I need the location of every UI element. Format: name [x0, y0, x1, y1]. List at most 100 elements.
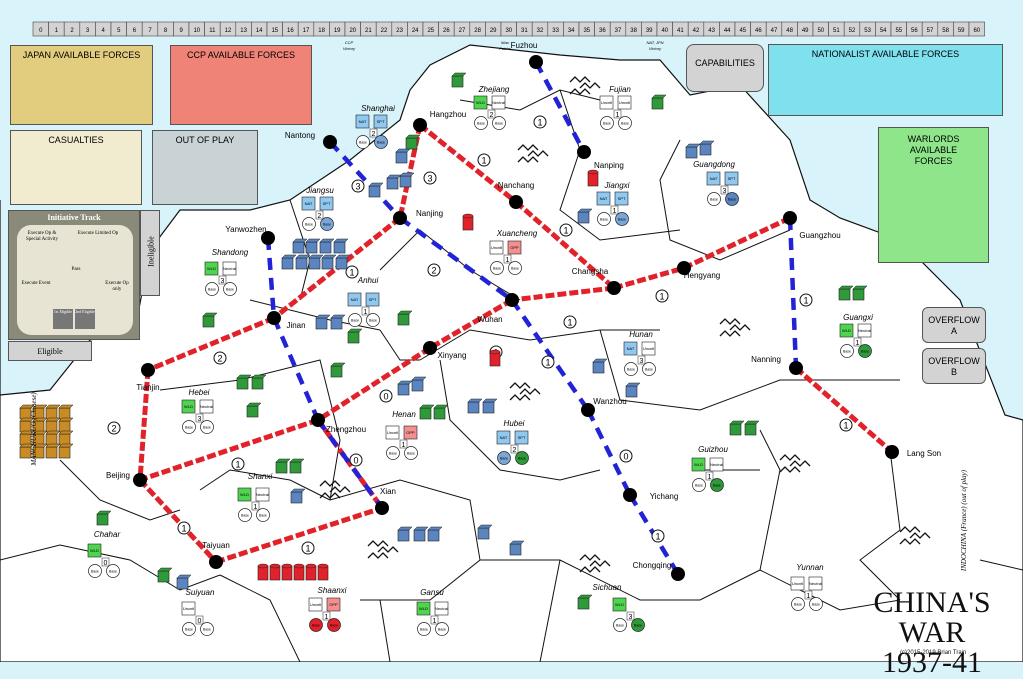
- nat-cube[interactable]: [411, 379, 424, 392]
- base-slot[interactable]: [597, 212, 611, 226]
- control-marker[interactable]: [237, 487, 252, 502]
- warlord-cube[interactable]: [651, 97, 664, 110]
- nat-cube[interactable]: [467, 401, 480, 414]
- warlord-cube[interactable]: [251, 377, 264, 390]
- nat-cube[interactable]: [315, 317, 328, 330]
- base-slot[interactable]: [791, 597, 805, 611]
- control-marker[interactable]: [87, 543, 102, 558]
- nat-cube[interactable]: [625, 385, 638, 398]
- base-slot[interactable]: [256, 508, 270, 522]
- nat-cube[interactable]: [685, 146, 698, 159]
- japan-cube[interactable]: [58, 407, 71, 420]
- warlord-cube[interactable]: [419, 407, 432, 420]
- nat-cube[interactable]: [368, 185, 381, 198]
- nat-cube[interactable]: [699, 143, 712, 156]
- base-slot[interactable]: [492, 116, 506, 130]
- base-slot[interactable]: [692, 478, 706, 492]
- base-slot[interactable]: [725, 192, 739, 206]
- city-marker[interactable]: [577, 145, 591, 159]
- control-marker[interactable]: [308, 597, 323, 612]
- base-slot[interactable]: [106, 564, 120, 578]
- city-marker[interactable]: [133, 473, 147, 487]
- control-marker[interactable]: [496, 430, 511, 445]
- nat-cube[interactable]: [397, 383, 410, 396]
- japan-cube[interactable]: [58, 446, 71, 459]
- nat-cube[interactable]: [577, 211, 590, 224]
- city-marker[interactable]: [505, 293, 519, 307]
- nat-cube[interactable]: [290, 491, 303, 504]
- control-marker[interactable]: [181, 601, 196, 616]
- base-slot[interactable]: [182, 622, 196, 636]
- base-slot[interactable]: [508, 261, 522, 275]
- city-marker[interactable]: [209, 555, 223, 569]
- nat-cube[interactable]: [413, 529, 426, 542]
- base-slot[interactable]: [366, 313, 380, 327]
- base-slot[interactable]: [205, 282, 219, 296]
- warlord-cube[interactable]: [275, 461, 288, 474]
- status-marker[interactable]: [857, 323, 872, 338]
- control-marker[interactable]: [599, 95, 614, 110]
- control-marker[interactable]: [181, 399, 196, 414]
- nat-cube[interactable]: [330, 317, 343, 330]
- city-marker[interactable]: [623, 488, 637, 502]
- base-slot[interactable]: [618, 116, 632, 130]
- base-slot[interactable]: [348, 313, 362, 327]
- warlord-cube[interactable]: [347, 331, 360, 344]
- control-marker[interactable]: [691, 457, 706, 472]
- warlord-cube[interactable]: [157, 570, 170, 583]
- status-marker[interactable]: [808, 576, 823, 591]
- status-marker[interactable]: [222, 261, 237, 276]
- control-marker[interactable]: [790, 576, 805, 591]
- status-marker[interactable]: [514, 430, 529, 445]
- control-marker[interactable]: [596, 191, 611, 206]
- base-slot[interactable]: [858, 344, 872, 358]
- status-marker[interactable]: [255, 487, 270, 502]
- base-slot[interactable]: [642, 362, 656, 376]
- warlord-cube[interactable]: [729, 423, 742, 436]
- capabilities-box[interactable]: CAPABILITIES: [686, 44, 764, 92]
- base-slot[interactable]: [374, 135, 388, 149]
- japan-cube[interactable]: [45, 433, 58, 446]
- base-slot[interactable]: [223, 282, 237, 296]
- base-slot[interactable]: [417, 622, 431, 636]
- warlord-cube[interactable]: [289, 461, 302, 474]
- city-marker[interactable]: [581, 403, 595, 417]
- nat-cube[interactable]: [427, 529, 440, 542]
- city-marker[interactable]: [789, 361, 803, 375]
- control-marker[interactable]: [347, 292, 362, 307]
- warlord-cube[interactable]: [330, 365, 343, 378]
- warlord-cube[interactable]: [246, 405, 259, 418]
- control-marker[interactable]: [489, 240, 504, 255]
- nat-cube[interactable]: [399, 175, 412, 188]
- nat-cube[interactable]: [305, 241, 318, 254]
- control-marker[interactable]: [385, 425, 400, 440]
- nat-cube[interactable]: [509, 543, 522, 556]
- warlord-cube[interactable]: [744, 423, 757, 436]
- base-slot[interactable]: [809, 597, 823, 611]
- base-slot[interactable]: [356, 135, 370, 149]
- city-marker[interactable]: [323, 135, 337, 149]
- status-marker[interactable]: [617, 95, 632, 110]
- japan-cube[interactable]: [58, 420, 71, 433]
- city-marker[interactable]: [375, 501, 389, 515]
- status-marker[interactable]: [434, 601, 449, 616]
- status-marker[interactable]: [641, 341, 656, 356]
- nat-cube[interactable]: [397, 529, 410, 542]
- base-slot[interactable]: [490, 261, 504, 275]
- control-marker[interactable]: [623, 341, 638, 356]
- control-marker[interactable]: [416, 601, 431, 616]
- japan-cube[interactable]: [45, 420, 58, 433]
- nat-cube[interactable]: [395, 151, 408, 164]
- city-marker[interactable]: [677, 261, 691, 275]
- base-slot[interactable]: [615, 212, 629, 226]
- city-marker[interactable]: [141, 363, 155, 377]
- warlord-cube[interactable]: [96, 513, 109, 526]
- city-marker[interactable]: [423, 341, 437, 355]
- base-slot[interactable]: [200, 420, 214, 434]
- city-marker[interactable]: [509, 195, 523, 209]
- nat-cube[interactable]: [292, 241, 305, 254]
- control-marker[interactable]: [612, 597, 627, 612]
- status-marker[interactable]: [326, 597, 341, 612]
- city-marker[interactable]: [885, 445, 899, 459]
- base-slot[interactable]: [435, 622, 449, 636]
